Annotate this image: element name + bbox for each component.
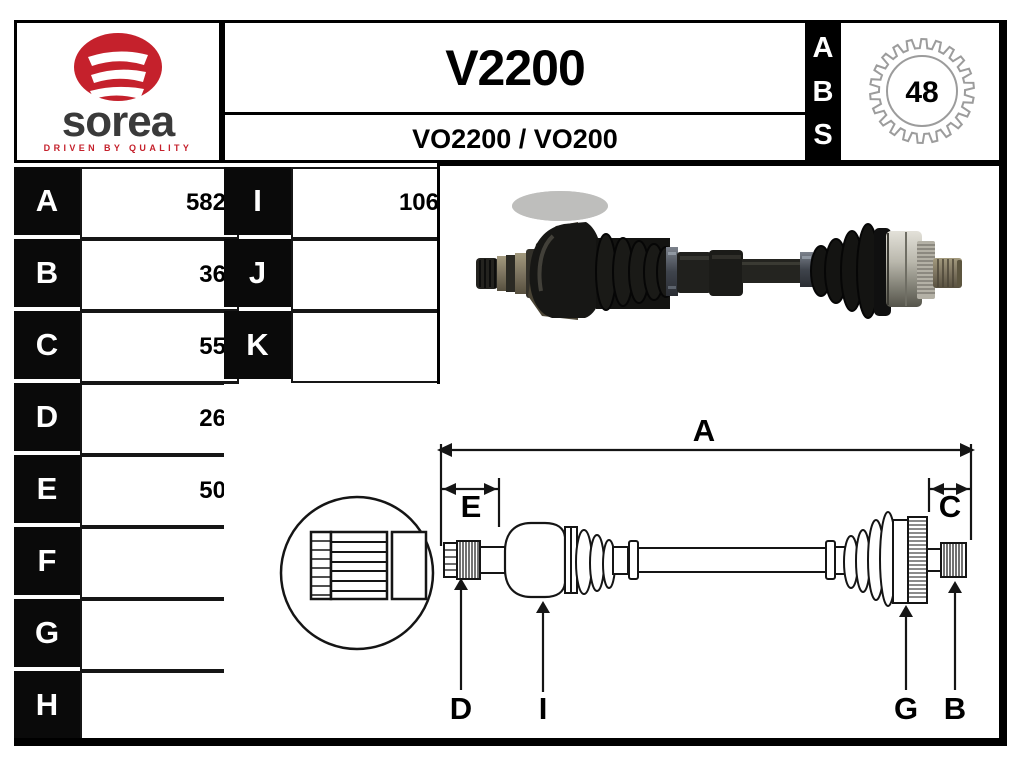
row-label: C — [14, 311, 80, 379]
abs-tooth-count: 48 — [905, 76, 938, 109]
part-header: V2200 VO2200 / VO200 — [222, 20, 808, 163]
oe-reference: VO2200 / VO200 — [412, 123, 618, 154]
diagram-panel: A E C D I G B — [224, 384, 1006, 740]
abs-tooth-ring-icon: 48 — [869, 37, 975, 145]
sorea-logo-mark-icon — [74, 32, 162, 101]
abs-tooth-count-box: 48 — [838, 20, 1006, 163]
sorea-logo: sorea DRIVEN BY QUALITY — [14, 20, 222, 163]
row-label: E — [14, 455, 80, 523]
row-label: A — [14, 167, 80, 235]
row-value: 36 — [80, 239, 239, 311]
row-value: 106 — [291, 167, 452, 239]
row-value: 26 — [80, 383, 239, 455]
abs-letter: S — [813, 118, 833, 151]
row-label: H — [14, 671, 80, 739]
row-value: 55 — [80, 311, 239, 383]
brand-tagline: DRIVEN BY QUALITY — [43, 142, 193, 153]
row-label: B — [14, 239, 80, 307]
row-label: I — [224, 167, 291, 235]
dim-label-b: B — [944, 691, 966, 726]
brand-name: sorea — [61, 96, 175, 146]
row-value — [291, 239, 452, 311]
row-label: J — [224, 239, 291, 307]
row-label: F — [14, 527, 80, 595]
dim-label-a: A — [693, 413, 715, 448]
row-value — [80, 599, 239, 671]
row-value: 582 — [80, 167, 239, 239]
driveshaft-photo — [476, 191, 962, 320]
row-label: D — [14, 383, 80, 451]
abs-letter: B — [812, 75, 834, 108]
abs-badge: A B S — [808, 20, 838, 163]
dim-label-c: C — [939, 489, 961, 524]
dim-label-d: D — [450, 691, 472, 726]
frame-bottom-border — [14, 738, 1007, 746]
row-value — [80, 671, 239, 743]
abs-letter: A — [812, 32, 834, 65]
dim-label-i: I — [539, 691, 548, 726]
frame-right-border — [999, 20, 1007, 746]
driveshaft-diagram: A E C D I G B — [279, 413, 975, 726]
row-label: G — [14, 599, 80, 667]
row-value: 50 — [80, 455, 239, 527]
row-label: K — [224, 311, 291, 379]
part-number: V2200 — [225, 23, 805, 115]
dim-label-e: E — [461, 489, 482, 524]
row-value — [80, 527, 239, 599]
photo-panel — [437, 163, 1006, 389]
dim-label-g: G — [894, 691, 918, 726]
row-value — [291, 311, 452, 383]
